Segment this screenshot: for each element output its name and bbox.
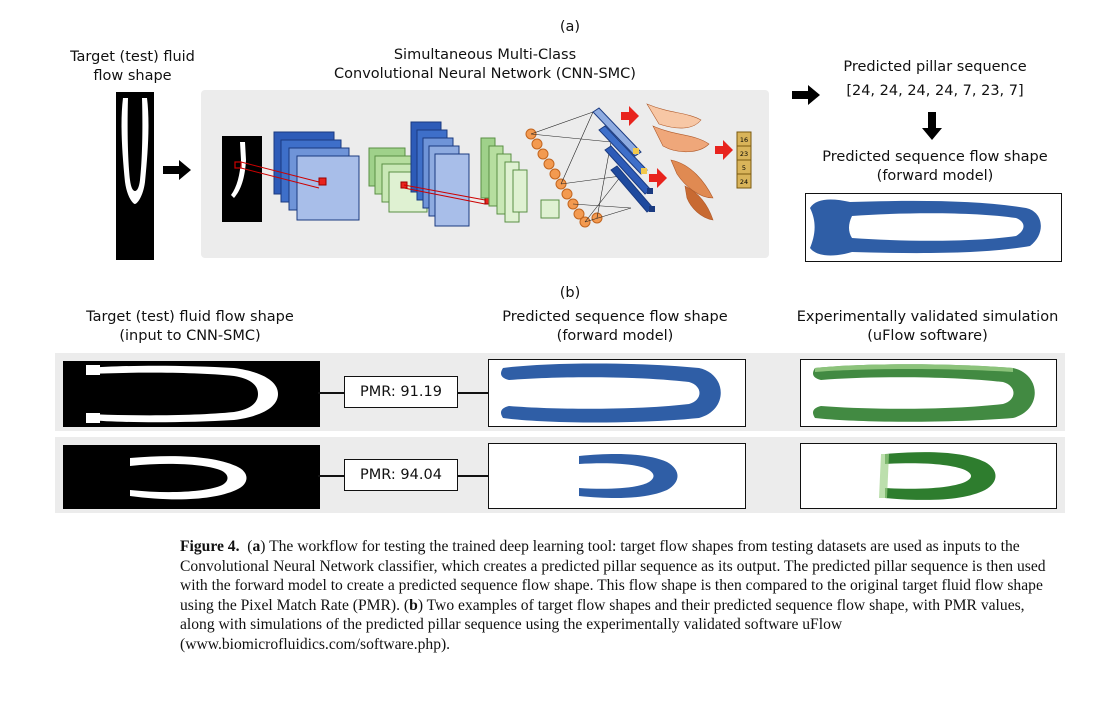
stack-label-3: 5 xyxy=(742,164,746,172)
row1-target-shape xyxy=(63,361,320,427)
row1-connector-left xyxy=(318,392,344,394)
predicted-label-stack: 16 23 5 24 xyxy=(736,131,752,189)
red-arrows xyxy=(621,106,733,188)
target-shape-image xyxy=(116,92,154,260)
cnn-title: Simultaneous Multi-Class Convolutional N… xyxy=(290,46,680,84)
panel-a-letter: (a) xyxy=(559,19,581,35)
figure-label: Figure 4. xyxy=(180,538,240,555)
row2-connector-left xyxy=(318,475,344,477)
predicted-flow-title-line2: (forward model) xyxy=(876,168,994,184)
col1-title-line1: Target (test) fluid flow shape xyxy=(86,309,294,325)
cnn-title-line1: Simultaneous Multi-Class xyxy=(393,47,577,63)
panel-b-letter: (b) xyxy=(559,285,581,301)
row1-connector-right xyxy=(458,392,488,394)
conv-layer-stack-4 xyxy=(480,137,560,223)
arrow-down-icon xyxy=(922,112,942,140)
cnn-architecture-diagram: 16 23 5 24 xyxy=(222,103,752,228)
stack-label-4: 24 xyxy=(740,178,748,186)
col3-title: Experimentally validated simulation (uFl… xyxy=(785,308,1070,346)
col3-title-line1: Experimentally validated simulation xyxy=(796,309,1059,325)
arrow-right-icon xyxy=(163,160,191,180)
predicted-flow-shape-a xyxy=(805,193,1062,262)
row2-target-shape xyxy=(63,445,320,509)
caption-a-label: a xyxy=(252,538,261,555)
row2-connector-right xyxy=(458,475,488,477)
col1-title-line2: (input to CNN-SMC) xyxy=(119,328,261,344)
predicted-flow-title-line1: Predicted sequence flow shape xyxy=(822,149,1048,165)
caption-a-text: The workflow for testing the trained dee… xyxy=(180,538,1046,614)
caption-b-label: b xyxy=(409,596,418,614)
caption-b-text: Two examples of target flow shapes and t… xyxy=(180,596,1025,653)
arrow-right-icon xyxy=(792,85,820,105)
output-class-stacks xyxy=(592,107,655,213)
row1-pmr-badge: PMR: 91.19 xyxy=(344,376,458,408)
stack-label-2: 23 xyxy=(740,150,748,158)
target-shape-label: Target (test) fluid flow shape xyxy=(60,48,205,86)
figure-caption: Figure 4. (a) The workflow for testing t… xyxy=(180,538,1046,653)
stack-label-1: 16 xyxy=(740,136,748,144)
softmax-shapes xyxy=(646,103,714,221)
predicted-flow-title: Predicted sequence flow shape (forward m… xyxy=(800,148,1070,186)
predicted-sequence-title: Predicted pillar sequence xyxy=(843,59,1027,75)
col2-title: Predicted sequence flow shape (forward m… xyxy=(480,308,750,346)
col3-title-line2: (uFlow software) xyxy=(867,328,988,344)
dense-layer-nodes xyxy=(525,128,603,228)
row2-pmr-badge: PMR: 94.04 xyxy=(344,459,458,491)
cnn-title-line2: Convolutional Neural Network (CNN-SMC) xyxy=(334,66,636,82)
conv-layer-stack-1 xyxy=(273,131,360,221)
col1-title: Target (test) fluid flow shape (input to… xyxy=(60,308,320,346)
col2-title-line2: (forward model) xyxy=(556,328,674,344)
row1-predicted-shape xyxy=(488,359,746,427)
row2-simulation-shape xyxy=(800,443,1057,509)
col2-title-line1: Predicted sequence flow shape xyxy=(502,309,728,325)
target-label-line2: flow shape xyxy=(93,68,172,84)
predicted-sequence-value: [24, 24, 24, 24, 7, 23, 7] xyxy=(846,83,1024,99)
target-label-line1: Target (test) fluid xyxy=(70,49,195,65)
row2-predicted-shape xyxy=(488,443,746,509)
row1-simulation-shape xyxy=(800,359,1057,427)
